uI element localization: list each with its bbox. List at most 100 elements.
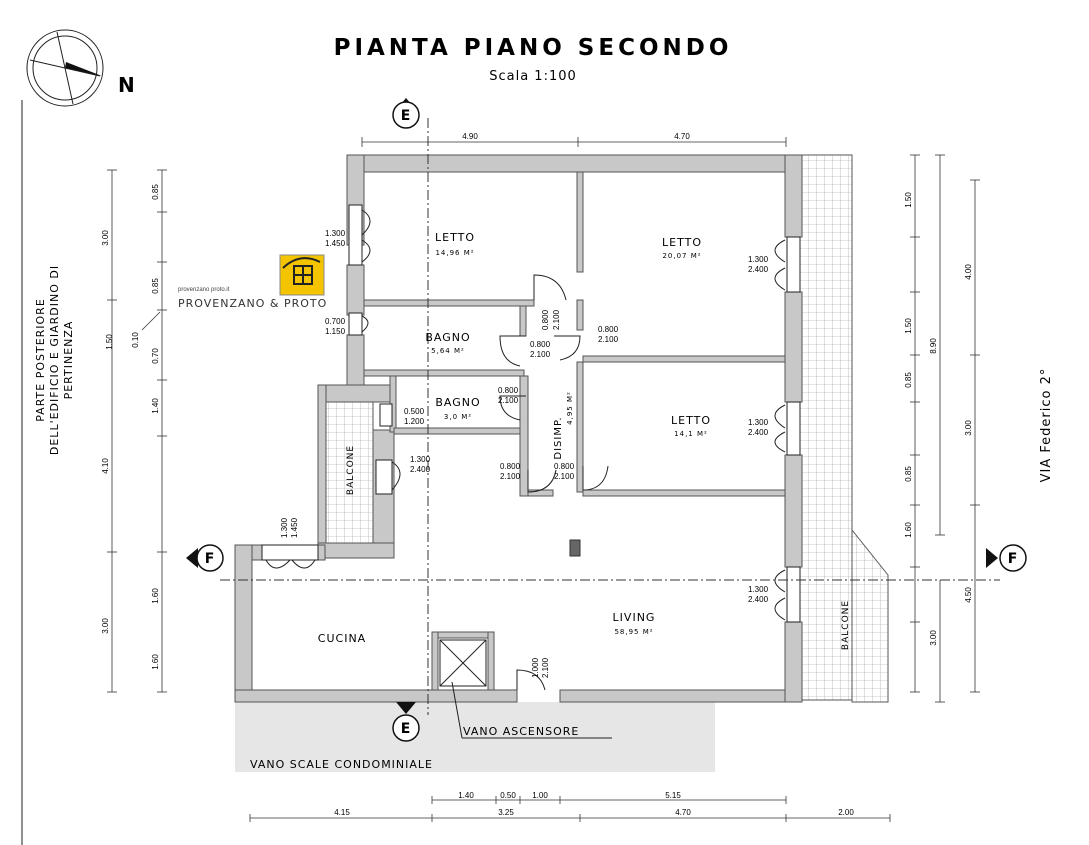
door-letto-3-height: 2.400 (748, 428, 769, 437)
svg-text:4.50: 4.50 (964, 587, 973, 603)
svg-text:1.60: 1.60 (904, 522, 913, 538)
svg-text:4.00: 4.00 (964, 264, 973, 280)
room-bagno-1-area: 5,64 M² (431, 347, 465, 355)
agency-url: provenzano proto.it (178, 287, 230, 293)
dim-chain-top: 4.90 4.70 (361, 132, 787, 147)
door-balcone-width: 1.300 (410, 455, 431, 464)
door-bagno-1-in-width: 0.800 (530, 340, 551, 349)
room-bagno-1: BAGNO (425, 331, 470, 344)
svg-text:8.90: 8.90 (929, 338, 938, 354)
north-label: N (118, 73, 136, 97)
svg-text:5.15: 5.15 (665, 791, 681, 800)
room-disimp: DISIMP. (553, 416, 564, 459)
door-letto-3-width: 1.300 (748, 418, 769, 427)
door-letto-1-in-width: 0.800 (541, 309, 550, 330)
window-cucina-height: 1.450 (290, 517, 299, 538)
window-letto-1-height: 1.450 (325, 239, 346, 248)
window-letto-1-width: 1.300 (325, 229, 346, 238)
window-bagno-1-height: 1.150 (325, 327, 346, 336)
svg-text:1.00: 1.00 (532, 791, 548, 800)
openings (261, 204, 801, 691)
balcone-right-area (799, 154, 853, 701)
dim-chain-right-outer: 4.00 3.00 4.50 (964, 179, 980, 693)
agency-logo: provenzano proto.it PROVENZANO & PROTO (178, 254, 327, 310)
svg-text:3.00: 3.00 (101, 230, 110, 246)
svg-text:3.00: 3.00 (101, 618, 110, 634)
svg-text:F: F (205, 551, 216, 567)
door-letto-1-in-height: 2.100 (552, 309, 561, 330)
vano-scale-label: VANO SCALE CONDOMINIALE (250, 758, 433, 771)
svg-text:1.60: 1.60 (151, 654, 160, 670)
balcone-right-extension (851, 528, 889, 703)
svg-text:1.50: 1.50 (904, 192, 913, 208)
section-marker-e-top: E (392, 98, 420, 129)
dim-chain-left-inner: 0.85 0.85 1.50 0.70 1.40 1.60 1.60 0.10 (105, 169, 167, 693)
svg-text:4.70: 4.70 (674, 132, 690, 141)
door-living-height: 2.400 (748, 595, 769, 604)
svg-text:4.10: 4.10 (101, 458, 110, 474)
svg-text:2.00: 2.00 (838, 808, 854, 817)
svg-text:1.60: 1.60 (151, 588, 160, 604)
svg-text:4.15: 4.15 (334, 808, 350, 817)
side-left-line-3: PERTINENZA (62, 321, 75, 400)
window-bagno-2-width: 0.500 (404, 407, 425, 416)
room-bagno-2-area: 3,0 M² (444, 413, 472, 421)
svg-text:0.50: 0.50 (500, 791, 516, 800)
door-cucina-in-width: 0.800 (500, 462, 521, 471)
svg-text:3.25: 3.25 (498, 808, 514, 817)
window-bagno-1-width: 0.700 (325, 317, 346, 326)
vano-ascensore-label: VANO ASCENSORE (463, 725, 579, 738)
door-living-width: 1.300 (748, 585, 769, 594)
agency-name: PROVENZANO & PROTO (178, 297, 327, 310)
section-marker-f-right: F (986, 544, 1027, 572)
plan-title: PIANTA PIANO SECONDO (334, 35, 733, 61)
dim-chain-right-inner: 1.50 1.50 0.85 0.85 1.60 3.00 (904, 154, 938, 693)
dim-chain-left-outer: 3.00 4.10 3.00 (101, 169, 117, 693)
room-bagno-2: BAGNO (435, 396, 480, 409)
side-left-line-1: PARTE POSTERIORE (34, 298, 47, 422)
door-bagno-1-in-height: 2.100 (530, 350, 551, 359)
door-balcone-height: 2.400 (410, 465, 431, 474)
interior-walls (363, 171, 786, 691)
door-cucina-in-height: 2.100 (500, 472, 521, 481)
balcone-right-label: BALCONE (841, 600, 851, 650)
side-left-line-2: DELL'EDIFICIO E GIARDINO DI (48, 265, 61, 455)
door-letto-2-in-width: 0.800 (598, 325, 619, 334)
door-bagno-2-in-width: 0.800 (498, 386, 519, 395)
svg-text:4.70: 4.70 (675, 808, 691, 817)
room-letto-1: LETTO (435, 231, 475, 244)
room-letto-1-area: 14,96 M² (435, 249, 474, 257)
balcone-left-label: BALCONE (346, 445, 356, 495)
svg-text:1.40: 1.40 (151, 398, 160, 414)
svg-text:0.85: 0.85 (151, 184, 160, 200)
compass-icon (26, 29, 104, 107)
svg-text:3.00: 3.00 (929, 630, 938, 646)
section-marker-e-bottom: E (392, 702, 420, 742)
svg-text:0.85: 0.85 (904, 372, 913, 388)
room-living-area: 58,95 M² (614, 628, 653, 636)
room-letto-3-area: 14,1 M² (674, 430, 708, 438)
room-cucina: CUCINA (318, 632, 366, 645)
door-ingresso-height: 2.100 (541, 657, 550, 678)
svg-text:E: E (401, 108, 412, 124)
door-bagno-2-in-height: 2.100 (498, 396, 519, 405)
svg-text:0.85: 0.85 (904, 466, 913, 482)
side-right-street: VIA Federico 2° (1039, 368, 1054, 483)
dim-chain-bottom: 4.15 3.25 4.70 2.00 (249, 808, 891, 822)
svg-text:0.85: 0.85 (151, 278, 160, 294)
door-letto-2-in-height: 2.100 (598, 335, 619, 344)
door-letto-3-in-width: 0.800 (554, 462, 575, 471)
svg-text:0.10: 0.10 (131, 332, 140, 348)
elevator-shaft (439, 639, 487, 687)
door-letto-2-width: 1.300 (748, 255, 769, 264)
svg-text:E: E (401, 721, 412, 737)
room-disimp-area: 4,95 M² (566, 391, 574, 425)
dim-chain-right-mid: 8.90 (929, 154, 945, 703)
dim-chain-bottom-upper: 1.40 0.50 1.00 5.15 (431, 791, 787, 804)
svg-text:0.70: 0.70 (151, 348, 160, 364)
balcone-left-area (324, 387, 374, 544)
svg-text:4.90: 4.90 (462, 132, 478, 141)
door-ingresso-width: 1.000 (531, 657, 540, 678)
plan-scale: Scala 1:100 (489, 69, 577, 84)
